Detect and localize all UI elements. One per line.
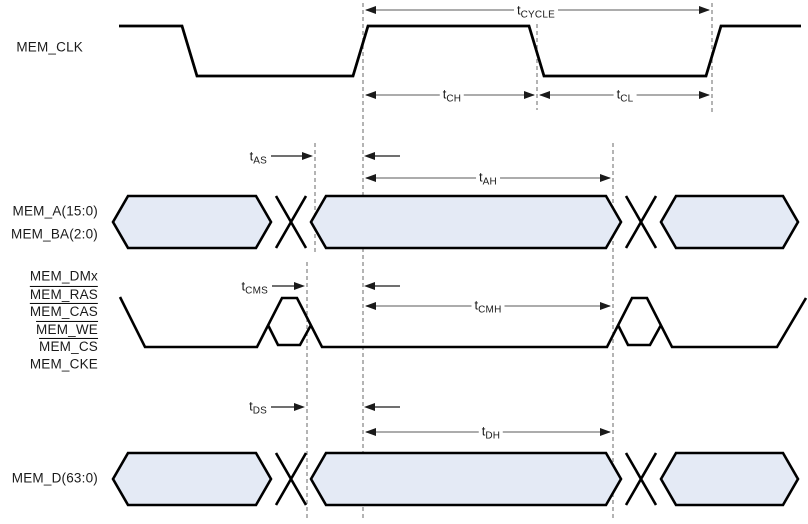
label-tds: tDS	[249, 398, 267, 417]
address-bus-segment-1	[111, 194, 273, 250]
label-tcl: tCL	[613, 86, 637, 105]
address-bus-waveform	[111, 194, 800, 250]
signal-label-mem-dmx: MEM_DMx	[29, 268, 98, 284]
data-bus-crossover-2	[624, 452, 658, 506]
address-bus-segment-2	[309, 194, 623, 250]
signal-label-mem-a: MEM_A(15:0)	[12, 203, 98, 219]
data-bus-segment-2	[309, 451, 623, 507]
control-waveform	[118, 296, 808, 349]
label-tcms: tCMS	[241, 278, 268, 297]
signal-label-mem-cs: MEM_CS	[39, 337, 98, 354]
label-tas: tAS	[249, 148, 267, 167]
signal-label-mem-ras: MEM_RAS	[29, 285, 98, 302]
signal-label-mem-cas: MEM_CAS	[29, 302, 98, 319]
label-tdh: tDH	[478, 423, 504, 442]
signal-label-mem-cke: MEM_CKE	[29, 356, 98, 371]
signal-label-mem-clk: MEM_CLK	[16, 39, 83, 55]
label-tch: tCH	[439, 86, 465, 105]
control-waveform-outer	[118, 296, 808, 349]
signal-label-mem-we: MEM_WE	[36, 320, 98, 337]
arrowheads	[294, 6, 710, 436]
data-bus-crossover-1	[274, 452, 308, 506]
address-bus-crossover-1	[274, 195, 308, 249]
label-tah: tAH	[476, 169, 500, 188]
clock-waveform	[119, 24, 801, 78]
address-bus-segment-3	[659, 194, 800, 250]
address-bus-crossover-2	[624, 195, 658, 249]
signal-label-mem-ba: MEM_BA(2:0)	[11, 226, 98, 242]
data-bus-waveform	[111, 451, 800, 507]
control-transition-lens-1	[266, 324, 313, 347]
data-bus-segment-1	[111, 451, 273, 507]
signal-label-mem-d: MEM_D(63:0)	[11, 470, 98, 486]
control-transition-lens-2	[616, 324, 663, 347]
data-bus-segment-3	[659, 451, 800, 507]
dashed-guide-lines	[306, 3, 713, 521]
label-tcmh: tCMH	[471, 297, 505, 316]
label-tcycle: tCYCLE	[514, 2, 558, 21]
